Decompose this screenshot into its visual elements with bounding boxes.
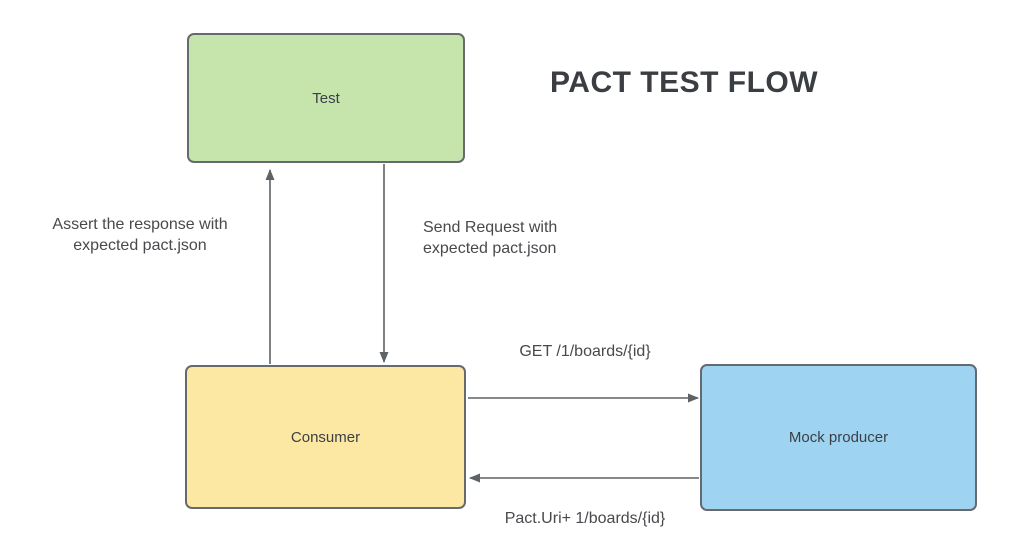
node-mock-producer-label: Mock producer [788,429,889,446]
edge-label-send-request: Send Request with expected pact.json [423,217,557,259]
edge-label-assert: Assert the response with expected pact.j… [28,214,252,256]
edge-label-pact-uri: Pact.Uri+ 1/boards/{id} [504,510,666,527]
edge-label-send-request-line1: Send Request with [423,219,558,236]
node-test-label: Test [312,89,340,107]
node-test: Test [187,33,465,163]
edge-label-get-boards: GET /1/boards/{id} [519,343,651,360]
node-consumer: Consumer [185,365,466,509]
diagram-title: PACT TEST FLOW [550,66,819,99]
edge-label-send-request-line2: expected pact.json [423,240,557,257]
edge-label-assert-line1: Assert the response with [52,216,228,233]
edge-label-assert-line2: expected pact.json [73,237,207,254]
node-mock-producer: Mock producer [700,364,977,511]
node-consumer-label: Consumer [290,428,361,446]
